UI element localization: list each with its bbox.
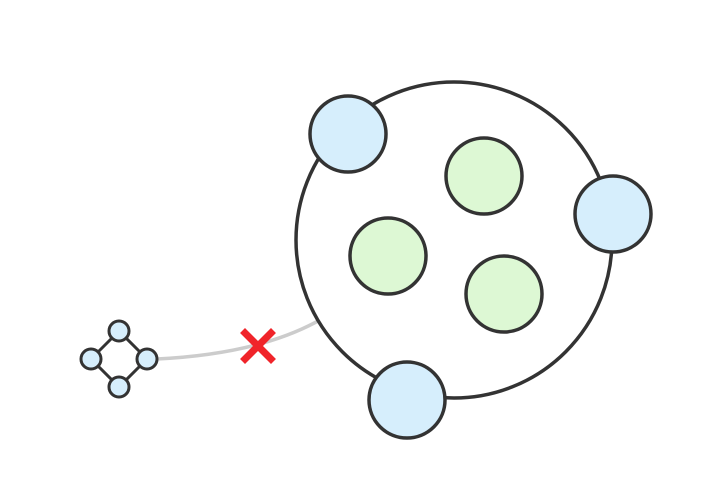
x-mark-icon[interactable]: [240, 328, 276, 364]
inner-node-top[interactable]: [444, 136, 524, 216]
port-node-right[interactable]: [573, 174, 653, 254]
port-node-bottom[interactable]: [367, 360, 447, 440]
port-node-top-left[interactable]: [308, 94, 388, 174]
small-node-handle-bottom[interactable]: [107, 375, 131, 399]
inner-node-left[interactable]: [348, 216, 428, 296]
x-mark-stroke-2: [240, 328, 276, 364]
small-node-handle-right[interactable]: [135, 347, 159, 371]
inner-nodes: [348, 136, 544, 334]
inner-node-bottom-right[interactable]: [464, 254, 544, 334]
small-node-handle-top[interactable]: [107, 319, 131, 343]
small-node-handle-left[interactable]: [79, 347, 103, 371]
port-nodes: [308, 94, 653, 440]
small-node[interactable]: [79, 319, 159, 399]
